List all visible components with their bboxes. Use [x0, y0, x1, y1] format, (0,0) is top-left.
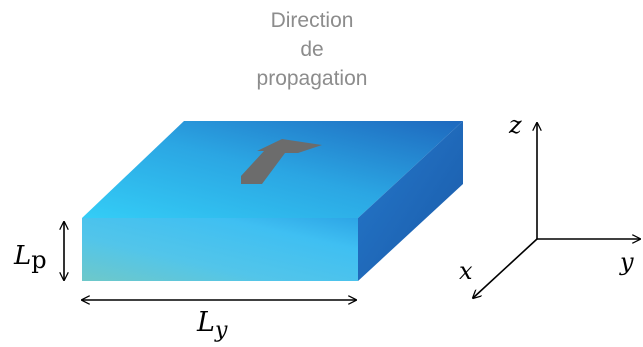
thickness-subscript: p — [31, 246, 46, 274]
title-line-3: propagation — [257, 67, 368, 90]
slab-side-face — [358, 121, 463, 281]
width-subscript: y — [214, 318, 228, 343]
propagation-arrow — [241, 139, 322, 184]
slab-front-face — [82, 218, 358, 281]
thickness-dimension: Lp — [13, 222, 64, 280]
z-axis-label: z — [508, 111, 522, 139]
title-line-1: Direction — [271, 9, 354, 32]
thickness-label: Lp — [13, 241, 47, 274]
y-axis-label: y — [619, 248, 634, 276]
width-label: Ly — [196, 307, 228, 343]
title-line-2: de — [300, 38, 323, 61]
width-symbol: L — [196, 307, 215, 338]
x-axis-label: x — [459, 257, 473, 285]
thickness-symbol: L — [13, 241, 31, 271]
x-axis — [473, 238, 538, 298]
slab — [82, 121, 463, 281]
width-dimension: Ly — [82, 300, 356, 343]
propagation-title: Direction de propagation — [257, 9, 368, 90]
coordinate-axes: z y x — [459, 111, 640, 298]
